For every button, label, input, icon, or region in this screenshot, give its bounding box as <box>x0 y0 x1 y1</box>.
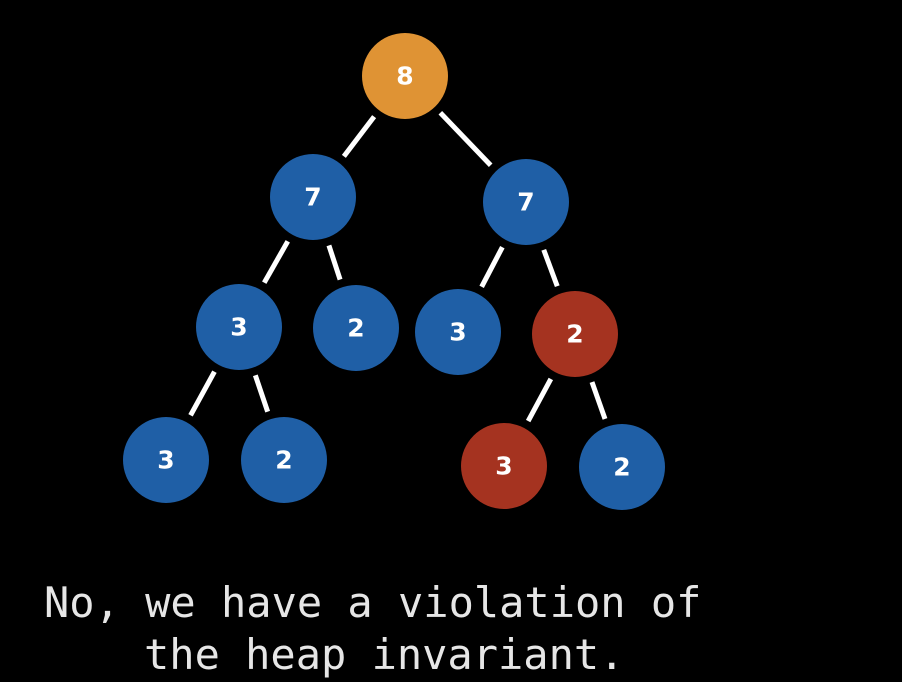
edge-n4-n9 <box>252 374 271 413</box>
edge-n7-n10 <box>525 377 554 423</box>
node-value: 7 <box>304 183 321 212</box>
edge-n7-n11 <box>589 381 608 420</box>
heap-node-n9: 2 <box>241 417 327 503</box>
node-circle-normal <box>579 424 665 510</box>
node-circle-normal <box>196 284 282 370</box>
caption-line-1: No, we have a violation of <box>44 578 702 627</box>
edge-n2-n4 <box>262 240 290 284</box>
node-value: 2 <box>275 446 292 475</box>
caption-line-2: the heap invariant. <box>144 630 625 679</box>
edge-n3-n6 <box>479 246 505 288</box>
node-value: 2 <box>613 453 630 482</box>
heap-node-n10: 3 <box>461 423 547 509</box>
node-circle-normal <box>123 417 209 503</box>
node-value: 3 <box>157 446 174 475</box>
edge-n1-n2 <box>341 115 377 158</box>
node-circle-violation <box>461 423 547 509</box>
heap-node-n7: 2 <box>532 291 618 377</box>
edge-n2-n5 <box>326 244 343 281</box>
node-value: 7 <box>517 188 534 217</box>
heap-node-n3: 7 <box>483 159 569 245</box>
node-value: 8 <box>396 62 413 91</box>
node-circle-normal <box>241 417 327 503</box>
node-value: 3 <box>449 318 466 347</box>
heap-node-n5: 2 <box>313 285 399 371</box>
heap-node-n11: 2 <box>579 424 665 510</box>
edge-n1-n3 <box>438 111 493 167</box>
node-value: 2 <box>566 320 583 349</box>
heap-node-n4: 3 <box>196 284 282 370</box>
node-circle-normal <box>270 154 356 240</box>
nodes-layer: 8 7 7 3 2 3 2 3 2 3 2 <box>123 33 665 510</box>
node-circle-normal <box>483 159 569 245</box>
edges-layer <box>188 111 608 423</box>
node-circle-violation <box>532 291 618 377</box>
heap-node-n2: 7 <box>270 154 356 240</box>
node-value: 3 <box>230 313 247 342</box>
node-value: 3 <box>495 452 512 481</box>
node-circle-normal <box>313 285 399 371</box>
node-circle-normal <box>415 289 501 375</box>
edge-n4-n8 <box>188 370 217 417</box>
edge-n3-n7 <box>541 248 560 288</box>
node-value: 2 <box>347 314 364 343</box>
node-circle-root <box>362 33 448 119</box>
heap-node-n8: 3 <box>123 417 209 503</box>
heap-node-n6: 3 <box>415 289 501 375</box>
heap-node-n1: 8 <box>362 33 448 119</box>
